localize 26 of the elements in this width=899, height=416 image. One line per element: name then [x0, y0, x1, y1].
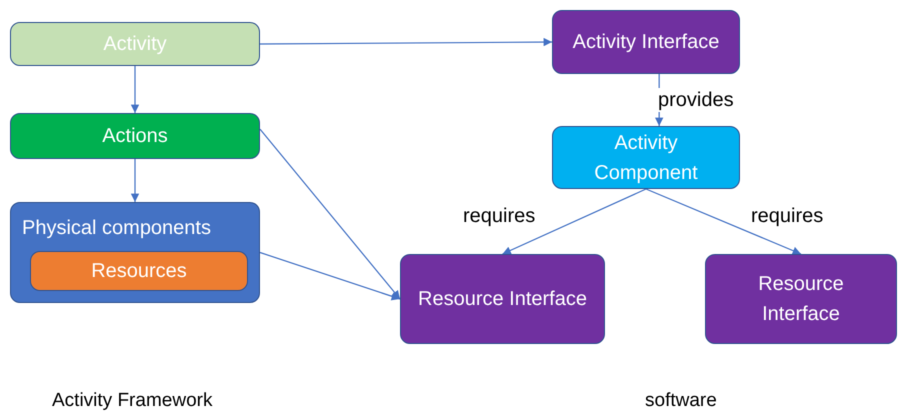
arrow — [130, 66, 140, 113]
node-label: Activity Interface — [572, 30, 720, 55]
arrow — [646, 188, 802, 255]
interface-box — [552, 10, 740, 74]
node-label: Activity Component — [593, 130, 699, 186]
node-label: Actions — [101, 124, 169, 149]
caption-label: Activity Framework — [52, 390, 212, 412]
process-box — [10, 22, 260, 66]
arrow — [502, 188, 646, 255]
arrow — [260, 252, 400, 300]
edge-label: provides — [658, 88, 734, 112]
arrow — [260, 38, 552, 46]
group-box — [10, 202, 260, 303]
component-box — [552, 126, 740, 189]
interface-box — [400, 254, 605, 344]
caption-label: software — [645, 390, 717, 412]
node-label: Resource Interface — [757, 272, 845, 327]
node-label: Resources — [90, 259, 188, 284]
arrow — [130, 159, 140, 202]
resource-box — [30, 251, 248, 291]
interface-box — [705, 254, 897, 344]
node-label: Physical components — [22, 216, 211, 241]
arrow — [260, 128, 400, 300]
process-box — [10, 113, 260, 159]
node-label: Activity — [102, 32, 168, 57]
node-label: Resource Interface — [417, 287, 588, 312]
